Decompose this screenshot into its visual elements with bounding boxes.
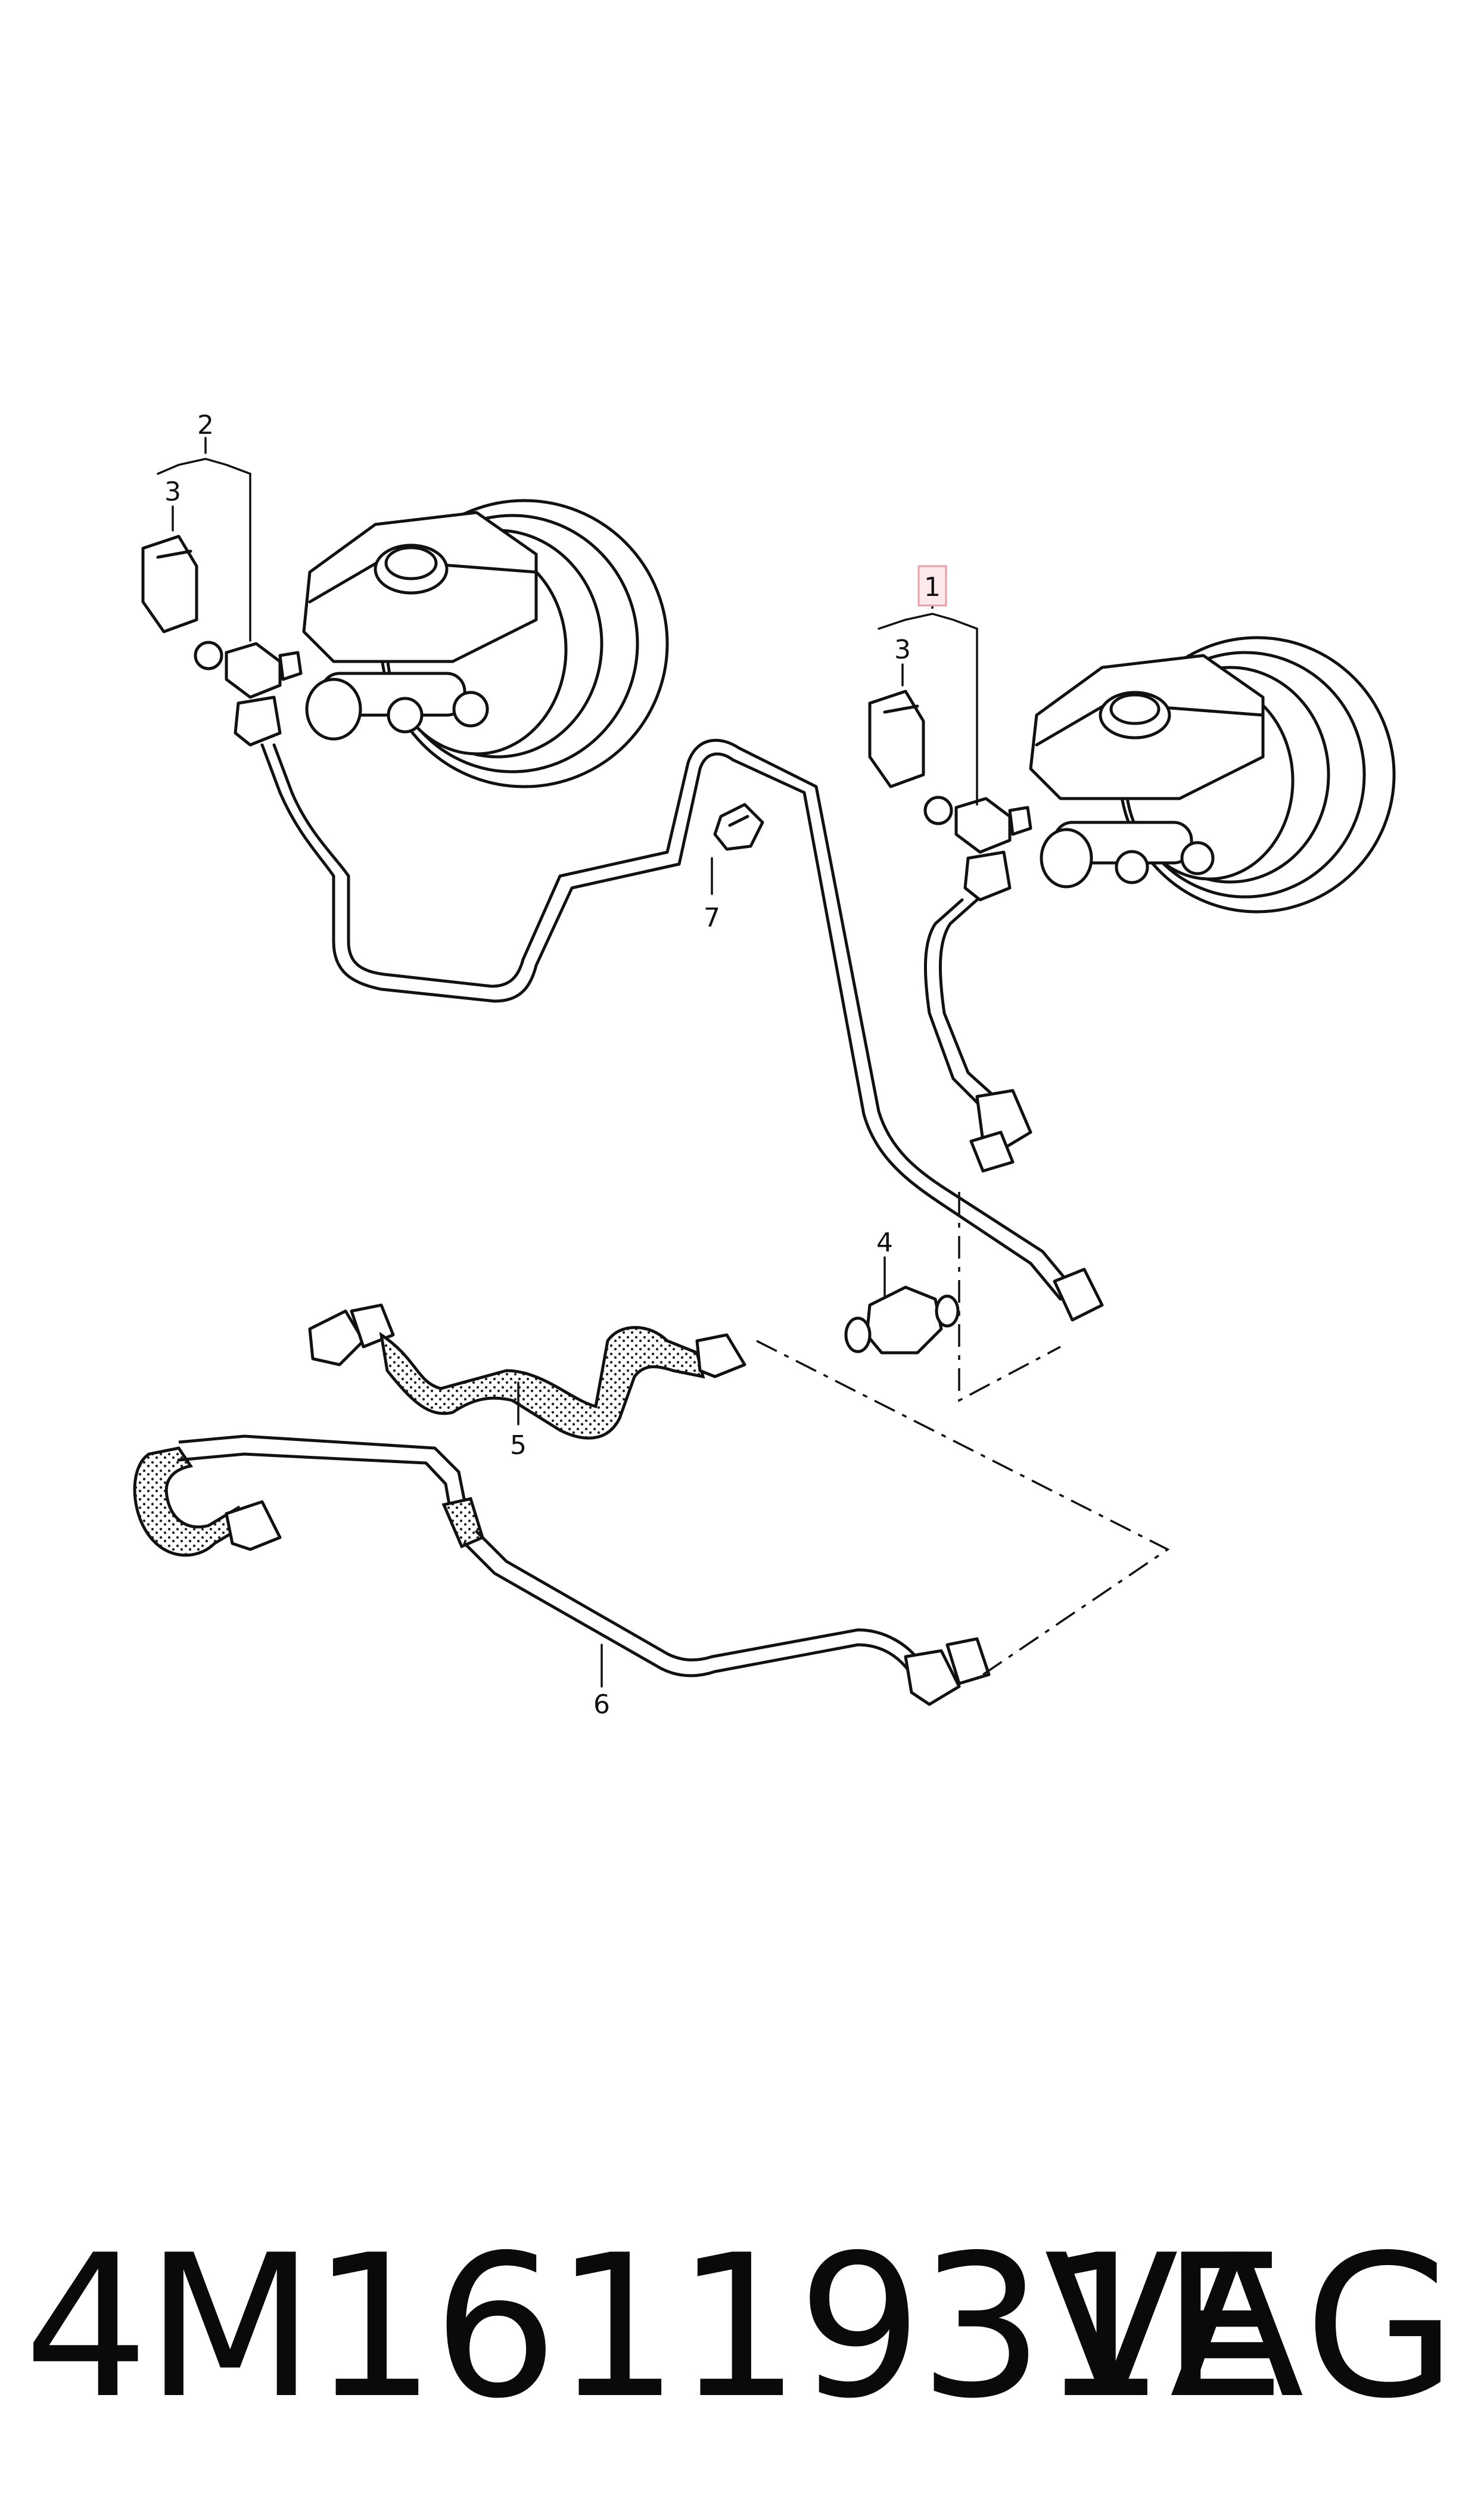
pressure-sensor-left: [141, 535, 303, 747]
vacuum-line-right: [923, 898, 985, 1110]
callout-3-left[interactable]: 3: [164, 477, 181, 507]
callout-5[interactable]: 5: [510, 1430, 527, 1461]
vacuum-line-left: [260, 743, 1062, 1301]
callout-6[interactable]: 6: [593, 1689, 610, 1720]
hose-5: [308, 1303, 746, 1440]
brand-label: VAG: [1044, 2213, 1460, 2442]
check-valve: [844, 1285, 960, 1355]
callout-1-highlight: [917, 565, 947, 607]
pressure-sensor-right: [868, 689, 1032, 902]
part-number: 4M1611931E: [24, 2213, 1286, 2442]
callout-3-right[interactable]: 3: [894, 635, 911, 665]
callout-2[interactable]: 2: [197, 410, 214, 440]
callout-4[interactable]: 4: [876, 1228, 893, 1258]
callout-7[interactable]: 7: [704, 903, 720, 933]
brake-booster-right: [1029, 636, 1396, 914]
brake-booster-left: [302, 499, 669, 788]
hose-6: [133, 1434, 991, 1706]
hose-clip: [713, 803, 764, 851]
callout-1[interactable]: 1: [924, 572, 941, 602]
